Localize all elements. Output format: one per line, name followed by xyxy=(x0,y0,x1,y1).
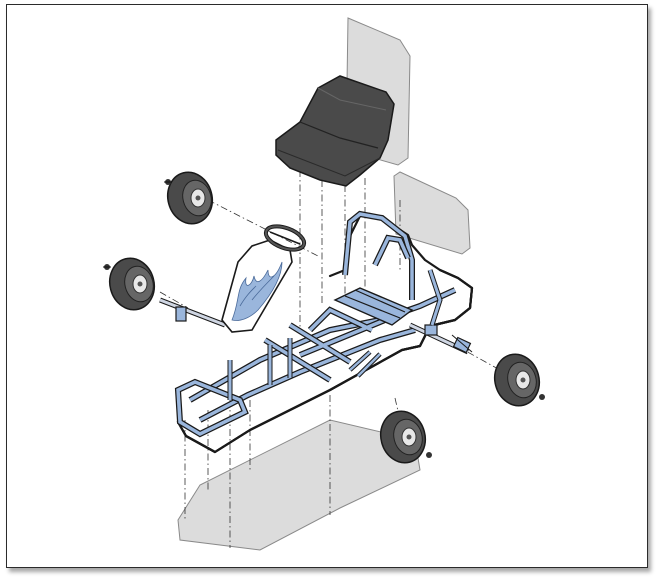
wheel-front-left xyxy=(164,171,214,225)
wheel-front-right xyxy=(379,410,432,464)
wheel-rear-right xyxy=(493,353,545,407)
rear-axle-stub xyxy=(451,334,473,354)
wheel-rear-left xyxy=(103,257,156,311)
steering-column-shroud xyxy=(221,239,293,333)
chassis-frame xyxy=(159,210,474,454)
seat xyxy=(275,75,395,187)
floor-pan xyxy=(177,419,421,551)
steering-wheel xyxy=(263,224,307,252)
